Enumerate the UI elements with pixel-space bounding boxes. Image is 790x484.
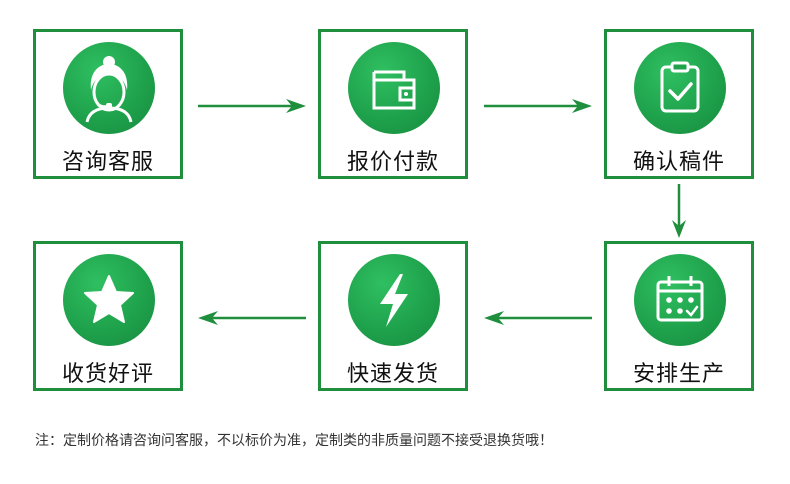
step-label-production: 安排生产: [632, 362, 725, 387]
clipboard-check-icon: [634, 42, 726, 134]
arrow-left-2: [198, 311, 306, 325]
step-label-confirm: 确认稿件: [632, 150, 725, 175]
star-icon: [63, 254, 155, 346]
step-quote-pay: 报价付款: [318, 29, 468, 179]
step-confirm: 确认稿件: [604, 29, 754, 179]
footnote: 注：定制价格请咨询问客服，不以标价为准，定制类的非质量问题不接受退换货哦！: [35, 433, 553, 449]
customer-service-icon: [63, 42, 155, 134]
step-production: 安排生产: [604, 241, 754, 391]
arrow-right-2: [484, 99, 592, 113]
lightning-icon: [348, 254, 440, 346]
calendar-icon: [634, 254, 726, 346]
step-label-ship: 快速发货: [346, 362, 439, 387]
arrow-down: [672, 184, 686, 238]
step-review: 收货好评: [33, 241, 183, 391]
step-label-quote-pay: 报价付款: [346, 150, 439, 175]
step-label-review: 收货好评: [61, 362, 154, 387]
step-label-consult: 咨询客服: [61, 150, 154, 175]
wallet-icon: [348, 42, 440, 134]
arrow-left-1: [484, 311, 592, 325]
step-consult: 咨询客服: [33, 29, 183, 179]
step-ship: 快速发货: [318, 241, 468, 391]
arrow-right-1: [198, 99, 306, 113]
